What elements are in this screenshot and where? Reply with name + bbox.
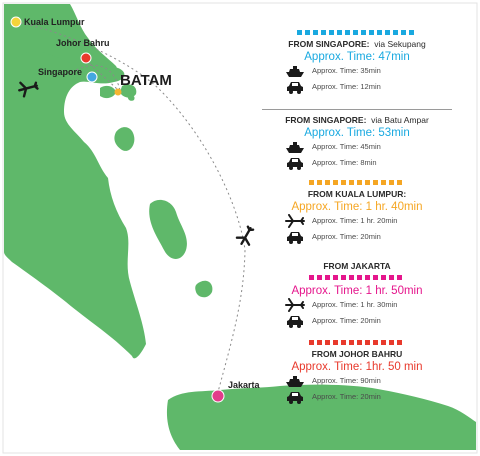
car-icon bbox=[287, 158, 303, 170]
route-leg: Approx. Time: 90min bbox=[262, 374, 452, 390]
route-approx-time: Approx. Time: 53min bbox=[304, 127, 410, 139]
johor-bahru-label: Johor Bahru bbox=[56, 38, 110, 48]
plane-icon bbox=[285, 214, 305, 228]
belitung-island bbox=[195, 280, 213, 298]
route-singapore-batam bbox=[71, 65, 121, 91]
sumatra-landmass bbox=[4, 4, 146, 359]
route-approx-time: Approx. Time: 1hr. 50 min bbox=[291, 361, 423, 373]
route-from: FROM SINGAPORE: via Sekupang bbox=[262, 39, 452, 50]
route-from: FROM SINGAPORE: via Batu Ampar bbox=[262, 115, 452, 126]
ferry-icon bbox=[286, 142, 304, 153]
route-leg: Approx. Time: 1 hr. 20min bbox=[262, 214, 452, 230]
singapore-marker bbox=[86, 71, 98, 83]
route-leg-time: Approx. Time: 12min bbox=[312, 82, 381, 91]
plane-icon bbox=[235, 225, 255, 246]
ferry-icon bbox=[286, 376, 304, 387]
plane-icon bbox=[285, 298, 305, 312]
route-johor-bahru: FROM JOHOR BAHRU Approx. Time: 1hr. 50 m… bbox=[262, 340, 452, 406]
small-island bbox=[127, 95, 135, 101]
route-singapore-sekupang: FROM SINGAPORE: via Sekupang Approx. Tim… bbox=[262, 30, 452, 96]
bangka-island bbox=[149, 199, 187, 259]
jakarta-label: Jakarta bbox=[228, 380, 261, 390]
route-leg: Approx. Time: 20min bbox=[262, 390, 452, 406]
route-singapore-batu-ampar: FROM SINGAPORE: via Batu Ampar Approx. T… bbox=[262, 115, 452, 172]
batam-island bbox=[100, 85, 116, 99]
route-leg-time: Approx. Time: 20min bbox=[312, 232, 381, 241]
car-icon bbox=[287, 316, 303, 328]
plane-icon bbox=[18, 81, 39, 98]
route-leg: Approx. Time: 12min bbox=[262, 80, 452, 96]
singapore-label: Singapore bbox=[38, 67, 82, 77]
route-leg-time: Approx. Time: 1 hr. 20min bbox=[312, 216, 398, 225]
ferry-icon bbox=[286, 66, 304, 77]
johor-bahru-marker bbox=[80, 52, 92, 64]
route-leg: Approx. Time: 8min bbox=[262, 156, 452, 172]
batam-label: BATAM bbox=[120, 72, 172, 89]
batam-marker bbox=[114, 88, 122, 96]
bintan-island bbox=[120, 84, 137, 98]
route-color-bar bbox=[309, 180, 405, 185]
route-from-label: FROM SINGAPORE: bbox=[285, 115, 367, 125]
route-leg: Approx. Time: 35min bbox=[262, 64, 452, 80]
route-kuala-lumpur: FROM KUALA LUMPUR: Approx. Time: 1 hr. 4… bbox=[262, 180, 452, 246]
route-leg-time: Approx. Time: 20min bbox=[312, 316, 381, 325]
jakarta-marker bbox=[211, 389, 225, 403]
route-leg: Approx. Time: 20min bbox=[262, 314, 452, 330]
route-from-label: FROM JAKARTA bbox=[323, 261, 391, 271]
java-island bbox=[166, 384, 477, 450]
route-leg-time: Approx. Time: 90min bbox=[312, 376, 381, 385]
route-color-bar bbox=[309, 275, 405, 280]
route-leg: Approx. Time: 20min bbox=[262, 230, 452, 246]
route-leg-time: Approx. Time: 1 hr. 30min bbox=[312, 300, 398, 309]
route-via-label: via Sekupang bbox=[374, 39, 426, 49]
route-jakarta: FROM JAKARTA Approx. Time: 1 hr. 50min A… bbox=[262, 261, 452, 330]
route-approx-time: Approx. Time: 1 hr. 40min bbox=[291, 201, 423, 213]
car-icon bbox=[287, 82, 303, 94]
route-color-bar bbox=[297, 30, 417, 35]
route-from-label: FROM JOHOR BAHRU bbox=[311, 349, 403, 359]
kuala-lumpur-label: Kuala Lumpur bbox=[24, 17, 85, 27]
route-leg: Approx. Time: 1 hr. 30min bbox=[262, 298, 452, 314]
lingga-island bbox=[114, 127, 135, 151]
route-approx-time: Approx. Time: 47min bbox=[304, 51, 410, 63]
route-leg-time: Approx. Time: 20min bbox=[312, 392, 381, 401]
divider bbox=[262, 109, 452, 110]
route-approx-time: Approx. Time: 1 hr. 50min bbox=[291, 285, 423, 297]
route-from-label: FROM SINGAPORE: bbox=[288, 39, 370, 49]
car-icon bbox=[287, 392, 303, 404]
route-leg-time: Approx. Time: 35min bbox=[312, 66, 381, 75]
kuala-lumpur-marker bbox=[10, 16, 22, 28]
route-leg-time: Approx. Time: 8min bbox=[312, 158, 377, 167]
car-icon bbox=[287, 232, 303, 244]
route-from-label: FROM KUALA LUMPUR: bbox=[307, 189, 407, 199]
route-leg: Approx. Time: 45min bbox=[262, 140, 452, 156]
route-via-label: via Batu Ampar bbox=[371, 115, 429, 125]
route-leg-time: Approx. Time: 45min bbox=[312, 142, 381, 151]
route-color-bar bbox=[309, 340, 405, 345]
